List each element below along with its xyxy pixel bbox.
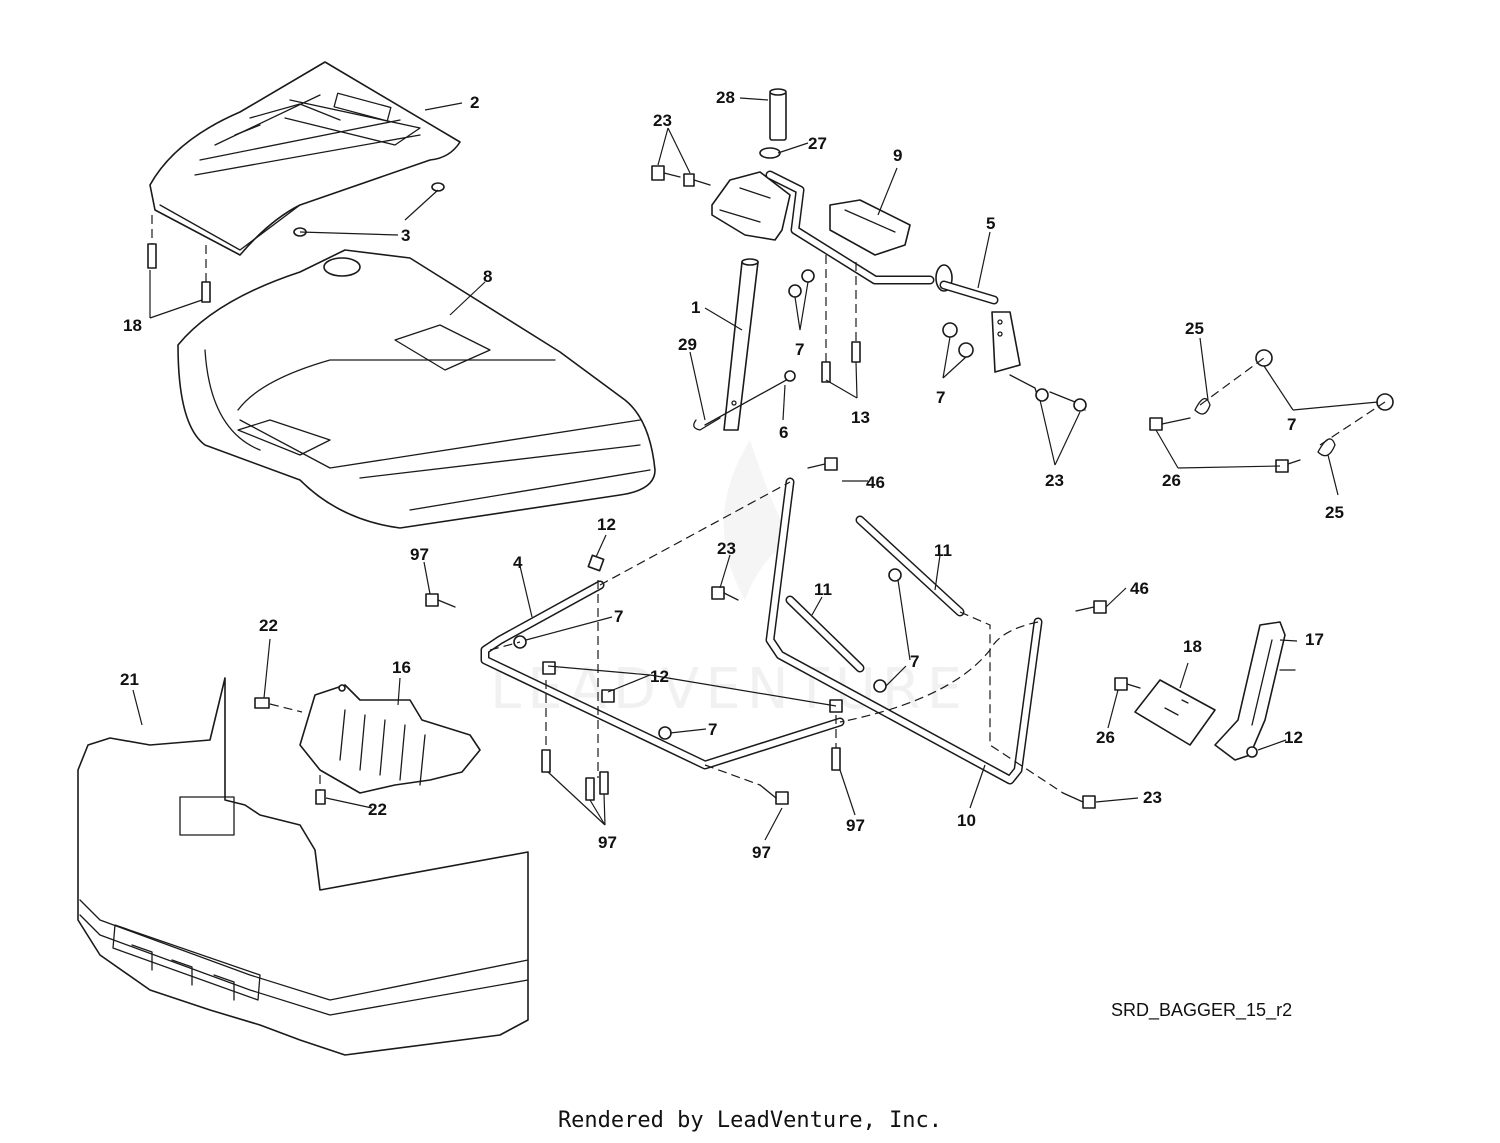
braces (785, 515, 965, 693)
grass-bag (77, 677, 529, 1056)
callout-46-right: 46 (1130, 579, 1149, 598)
drawing-code: SRD_BAGGER_15_r2 (1111, 1000, 1292, 1021)
callout-11-left: 11 (814, 580, 832, 599)
post-tube (723, 258, 759, 431)
hitch-plate (1214, 621, 1296, 761)
callouts: 2 3 18 8 28 27 23 9 5 1 29 6 7 13 7 23 2… (120, 88, 1344, 862)
clevis-pin (693, 370, 796, 431)
right-frame-tube (765, 477, 1043, 785)
callout-46-top: 46 (866, 473, 885, 492)
callout-7-brace: 7 (910, 652, 919, 671)
callout-23-bottom: 23 (1143, 788, 1162, 807)
callout-7-upper: 7 (795, 340, 804, 359)
callout-97-bottom: 97 (598, 833, 617, 852)
callout-7-right: 7 (1287, 415, 1296, 434)
callout-23-mid: 23 (717, 539, 736, 558)
callout-9: 9 (893, 146, 902, 165)
callout-3: 3 (401, 226, 410, 245)
callout-18: 18 (1183, 637, 1202, 656)
hitch-bracket (711, 170, 1021, 373)
callout-8: 8 (483, 267, 492, 286)
callout-7-low: 7 (708, 720, 717, 739)
footer-credit: Rendered by LeadVenture, Inc. (557, 1108, 943, 1133)
callout-25-top: 25 (1185, 319, 1204, 338)
frame-hardware (425, 457, 1107, 809)
callout-13: 13 (851, 408, 870, 427)
left-frame-tube (480, 554, 845, 770)
callout-10: 10 (957, 811, 976, 830)
hood-top (149, 61, 461, 256)
hood-body (177, 249, 656, 529)
callout-1: 1 (691, 298, 700, 317)
bracket-plate (1114, 677, 1216, 746)
callout-27: 27 (808, 134, 827, 153)
callout-21: 21 (120, 670, 139, 689)
callout-22-top: 22 (259, 616, 278, 635)
callout-22-bottom: 22 (368, 800, 387, 819)
callout-7-mid: 7 (936, 388, 945, 407)
callout-11-right: 11 (934, 541, 952, 560)
callout-97-bolt: 97 (752, 843, 771, 862)
callout-23-right: 23 (1045, 471, 1064, 490)
callout-25-bottom: 25 (1325, 503, 1344, 522)
callout-15: 18 (123, 316, 142, 335)
callout-16: 16 (392, 658, 411, 677)
callout-6: 6 (779, 423, 788, 442)
upper-hardware (651, 165, 1087, 412)
pin-and-washer (759, 88, 787, 159)
callout-7-frame: 7 (614, 607, 623, 626)
callout-12-right: 12 (1284, 728, 1303, 747)
callout-23-top: 23 (653, 111, 672, 130)
callout-26-top: 26 (1162, 471, 1181, 490)
right-hardware (1149, 349, 1394, 473)
callout-28: 28 (716, 88, 735, 107)
callout-97-right: 97 (846, 816, 865, 835)
callout-29: 29 (678, 335, 697, 354)
callout-12-top: 12 (597, 515, 616, 534)
deflector (254, 684, 481, 805)
callout-5: 5 (986, 214, 995, 233)
hood-hardware (147, 182, 445, 303)
callout-26-bottom: 26 (1096, 728, 1115, 747)
callout-17: 17 (1305, 630, 1324, 649)
callout-97-left: 97 (410, 545, 429, 564)
leader-lines (132, 97, 1379, 841)
callout-12-mid: 12 (650, 667, 669, 686)
callout-2: 2 (470, 93, 479, 112)
callout-4: 4 (513, 553, 523, 572)
